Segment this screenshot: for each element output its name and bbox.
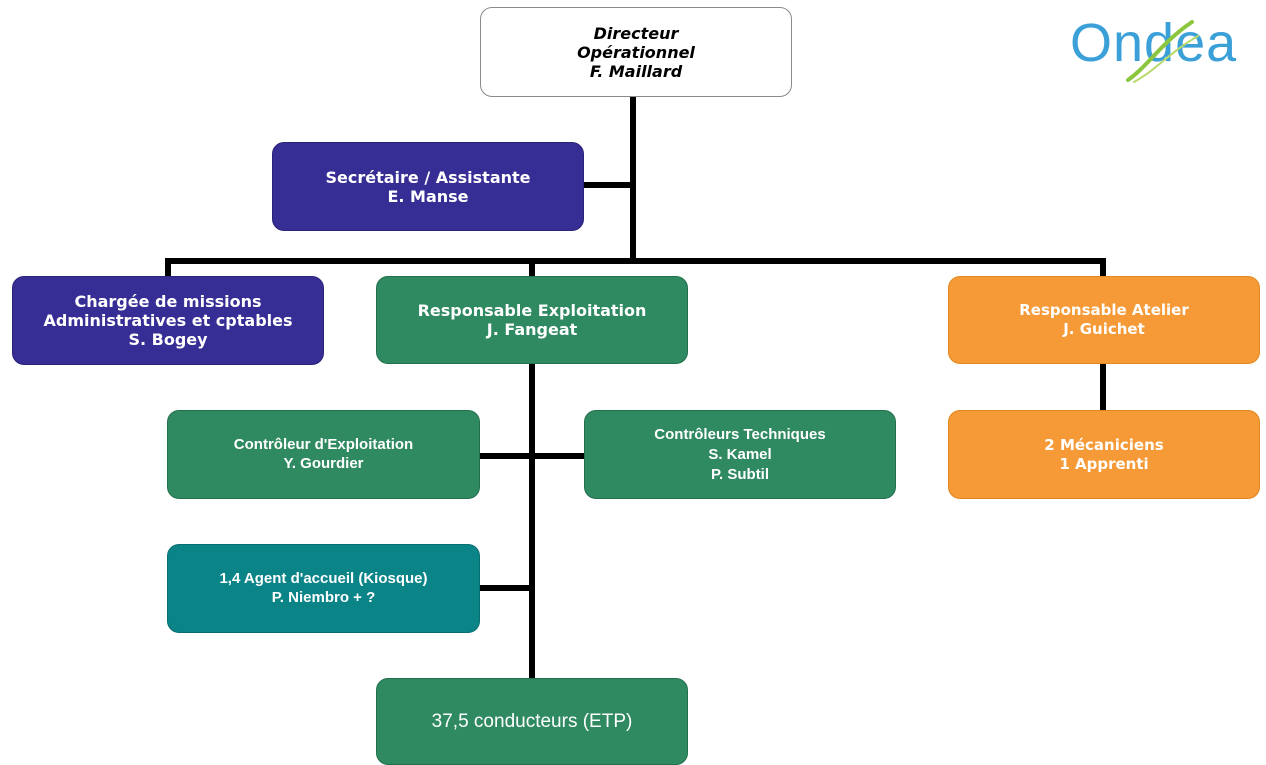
connector-controleurs xyxy=(478,453,586,459)
node-mecaniciens-line-2: 1 Apprenti xyxy=(1059,454,1149,473)
node-chargee-line-2: Administratives et cptables xyxy=(43,311,293,330)
node-controleurs-techniques: Contrôleurs Techniques S. Kamel P. Subti… xyxy=(584,410,896,499)
node-conducteurs: 37,5 conducteurs (ETP) xyxy=(376,678,688,765)
node-mecaniciens: 2 Mécaniciens 1 Apprenti xyxy=(948,410,1260,499)
node-agent-accueil: 1,4 Agent d'accueil (Kiosque) P. Niembro… xyxy=(167,544,480,633)
node-secretaire: Secrétaire / Assistante E. Manse xyxy=(272,142,584,231)
connector-atelier-mecaniciens xyxy=(1100,363,1106,411)
ondea-logo-text: Ondea xyxy=(1070,13,1238,73)
node-responsable-atelier: Responsable Atelier J. Guichet xyxy=(948,276,1260,364)
node-secretaire-line-2: E. Manse xyxy=(387,186,469,206)
node-resp-exploitation-line-1: Responsable Exploitation xyxy=(417,301,647,320)
connector-drop-atelier xyxy=(1100,258,1106,278)
connector-accueil xyxy=(478,585,532,591)
node-agent-accueil-line-1: 1,4 Agent d'accueil (Kiosque) xyxy=(219,570,428,587)
node-responsable-exploitation: Responsable Exploitation J. Fangeat xyxy=(376,276,688,364)
node-resp-exploitation-line-2: J. Fangeat xyxy=(486,320,578,339)
node-controleur-exploitation-line-1: Contrôleur d'Exploitation xyxy=(233,436,414,453)
connector-trunk-top xyxy=(630,96,636,264)
connector-exploitation-trunk xyxy=(529,362,535,680)
node-directeur-line-2: Opérationnel xyxy=(577,42,695,62)
node-directeur: Directeur Opérationnel F. Maillard xyxy=(480,7,792,97)
node-directeur-line-1: Directeur xyxy=(593,23,679,43)
node-controleur-exploitation: Contrôleur d'Exploitation Y. Gourdier xyxy=(167,410,480,499)
connector-drop-exploitation xyxy=(529,258,535,278)
node-chargee-missions: Chargée de missions Administratives et c… xyxy=(12,276,324,365)
node-controleurs-techniques-line-2: S. Kamel xyxy=(708,446,772,463)
ondea-logo: Ondea xyxy=(1070,8,1265,88)
node-directeur-line-3: F. Maillard xyxy=(589,61,683,81)
connector-secretaire xyxy=(583,182,633,188)
node-controleurs-techniques-line-3: P. Subtil xyxy=(710,466,770,483)
connector-drop-chargee xyxy=(165,258,171,278)
node-controleur-exploitation-line-2: Y. Gourdier xyxy=(283,455,364,472)
node-mecaniciens-line-1: 2 Mécaniciens xyxy=(1044,435,1164,454)
ondea-logo-swoosh-icon xyxy=(1126,20,1199,83)
node-secretaire-line-1: Secrétaire / Assistante xyxy=(325,167,531,187)
node-controleurs-techniques-line-1: Contrôleurs Techniques xyxy=(654,426,826,443)
node-agent-accueil-line-2: P. Niembro + ? xyxy=(271,589,376,606)
node-chargee-line-3: S. Bogey xyxy=(128,330,208,349)
node-conducteurs-line-1: 37,5 conducteurs (ETP) xyxy=(431,711,633,732)
node-resp-atelier-line-1: Responsable Atelier xyxy=(1019,301,1189,319)
node-resp-atelier-line-2: J. Guichet xyxy=(1063,320,1145,338)
node-chargee-line-1: Chargée de missions xyxy=(74,292,262,311)
connector-main-bus xyxy=(165,258,1105,264)
